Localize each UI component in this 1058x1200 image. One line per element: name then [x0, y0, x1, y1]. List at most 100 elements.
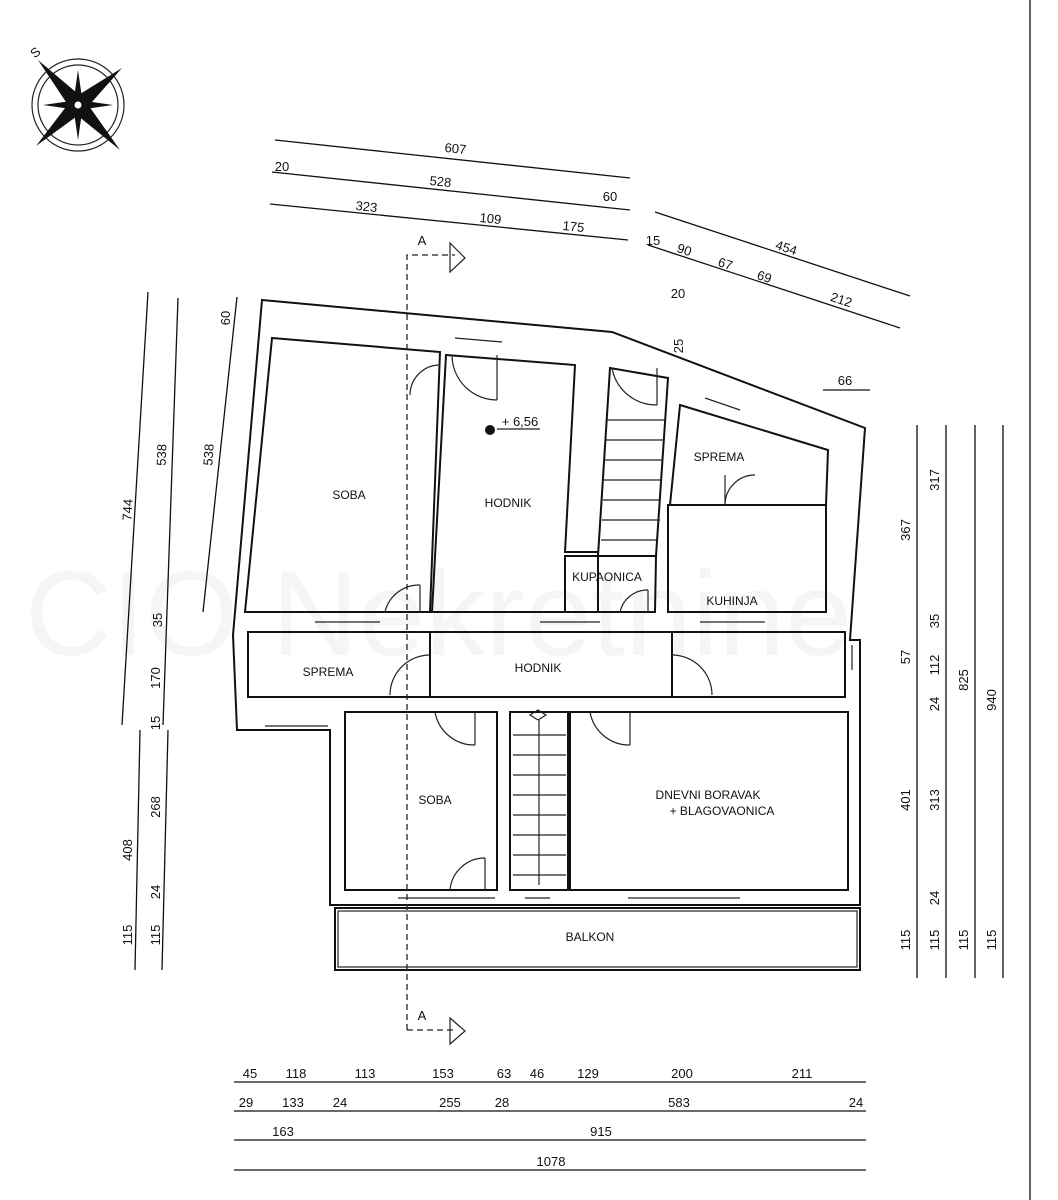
dimension-label: 454	[774, 237, 799, 258]
dimension-label: 200	[671, 1066, 693, 1081]
room-label: KUHINJA	[706, 594, 757, 608]
dimension-label: 175	[562, 218, 585, 235]
dimension-label: 744	[119, 499, 135, 521]
room-label: BALKON	[566, 930, 615, 944]
section-label-bottom: A	[418, 1008, 427, 1023]
room-label: KUPAONICA	[572, 570, 642, 584]
dimension-label: 528	[429, 173, 452, 190]
room-label: HODNIK	[485, 496, 532, 510]
dimension-label: 115	[898, 930, 913, 951]
dimension-label: 323	[355, 198, 378, 215]
room-kupaonica	[564, 555, 658, 613]
dimension-label: 25	[671, 339, 686, 353]
dimension-label: 313	[927, 789, 942, 811]
dimension-label: 538	[154, 444, 170, 466]
dimension-label: 24	[927, 891, 942, 905]
dimension-label: 90	[675, 240, 693, 259]
dimension-label: 115	[927, 930, 942, 951]
dimension-label: 115	[984, 930, 999, 951]
dimension-label: 408	[120, 839, 135, 861]
dimension-label: 1078	[537, 1154, 566, 1169]
compass-rose-icon	[31, 58, 125, 152]
dimension-label: 915	[590, 1124, 612, 1139]
compass-label: S	[27, 44, 44, 61]
dimension-label: 118	[286, 1066, 307, 1081]
room-dnevni-boravak	[569, 711, 849, 891]
dimension-label: 129	[577, 1066, 599, 1081]
dimension-label: 24	[148, 885, 163, 899]
dimension-lines-left	[121, 291, 238, 971]
dimension-label: 212	[829, 289, 854, 310]
dimension-label: 69	[755, 267, 773, 286]
dimension-label: 60	[603, 189, 617, 204]
room-label: SPREMA	[303, 665, 354, 679]
dimension-label: 24	[849, 1095, 863, 1110]
section-arrow-icon	[449, 241, 466, 274]
dimension-label: 24	[333, 1095, 347, 1110]
dimension-label: 15	[148, 716, 163, 730]
room-label: HODNIK	[515, 661, 562, 675]
dimension-label: 115	[956, 930, 971, 951]
dimension-label: 825	[956, 669, 971, 691]
dimension-lines-right	[916, 425, 1004, 978]
dimension-label: 57	[898, 650, 913, 664]
windows	[265, 337, 853, 899]
dimension-label: 317	[927, 469, 942, 491]
dimension-lines-top	[269, 139, 911, 391]
stair-treads-bottom	[513, 720, 566, 885]
dimension-label: 29	[239, 1095, 253, 1110]
dimension-label: 367	[898, 519, 913, 541]
dimension-label: 133	[282, 1095, 304, 1110]
dimension-label: 60	[218, 311, 233, 325]
dimension-lines-bottom	[234, 1081, 866, 1171]
dimension-label: 163	[272, 1124, 294, 1139]
dimension-label: 35	[927, 614, 942, 628]
dimension-label: 607	[444, 140, 467, 157]
dimension-label: 67	[716, 254, 734, 273]
dimension-label: 583	[668, 1095, 690, 1110]
dimension-label: 35	[150, 613, 165, 627]
dimension-label: 153	[432, 1066, 454, 1081]
dimension-label: 115	[148, 925, 163, 946]
dimension-label: 211	[792, 1066, 813, 1081]
door-swings	[384, 354, 756, 891]
outer-wall	[231, 298, 867, 906]
room-label: SOBA	[418, 793, 451, 807]
section-label-top: A	[418, 233, 427, 248]
dimension-label: 112	[927, 655, 942, 676]
dimension-label: 24	[927, 697, 942, 711]
dimension-label: 268	[148, 796, 163, 818]
stair-arrow-icon	[528, 709, 548, 721]
balcony	[334, 907, 861, 971]
dimension-label: 20	[671, 286, 685, 301]
dimension-label: 66	[838, 373, 852, 388]
level-marker-icon	[485, 425, 495, 435]
dimension-label: 109	[479, 210, 502, 227]
elevation-label: + 6,56	[502, 414, 539, 429]
dimension-label: 45	[243, 1066, 257, 1081]
room-label: + BLAGOVAONICA	[670, 804, 775, 818]
section-line	[406, 254, 455, 1030]
dimension-label: 115	[120, 925, 135, 946]
dimension-label: 28	[495, 1095, 509, 1110]
room-soba-top	[243, 336, 442, 613]
room-kuhinja	[667, 504, 827, 613]
dimension-label: 255	[439, 1095, 461, 1110]
dimension-label: 63	[497, 1066, 511, 1081]
room-label: SOBA	[332, 488, 365, 502]
dimension-label: 113	[355, 1066, 376, 1081]
dimension-label: 20	[275, 159, 289, 174]
dimension-label: 401	[898, 789, 913, 811]
stairs-bottom	[509, 711, 569, 891]
stair-treads-top	[601, 419, 665, 541]
dimension-label: 538	[200, 443, 216, 466]
room-label: DNEVNI BORAVAK	[656, 788, 761, 802]
room-soba-bottom	[344, 711, 498, 891]
dimension-label: 940	[984, 689, 999, 711]
dimension-label: 46	[530, 1066, 544, 1081]
room-label: SPREMA	[694, 450, 745, 464]
dimension-label: 170	[148, 667, 163, 689]
section-arrow-icon	[449, 1016, 466, 1046]
corridor-band	[247, 631, 846, 698]
